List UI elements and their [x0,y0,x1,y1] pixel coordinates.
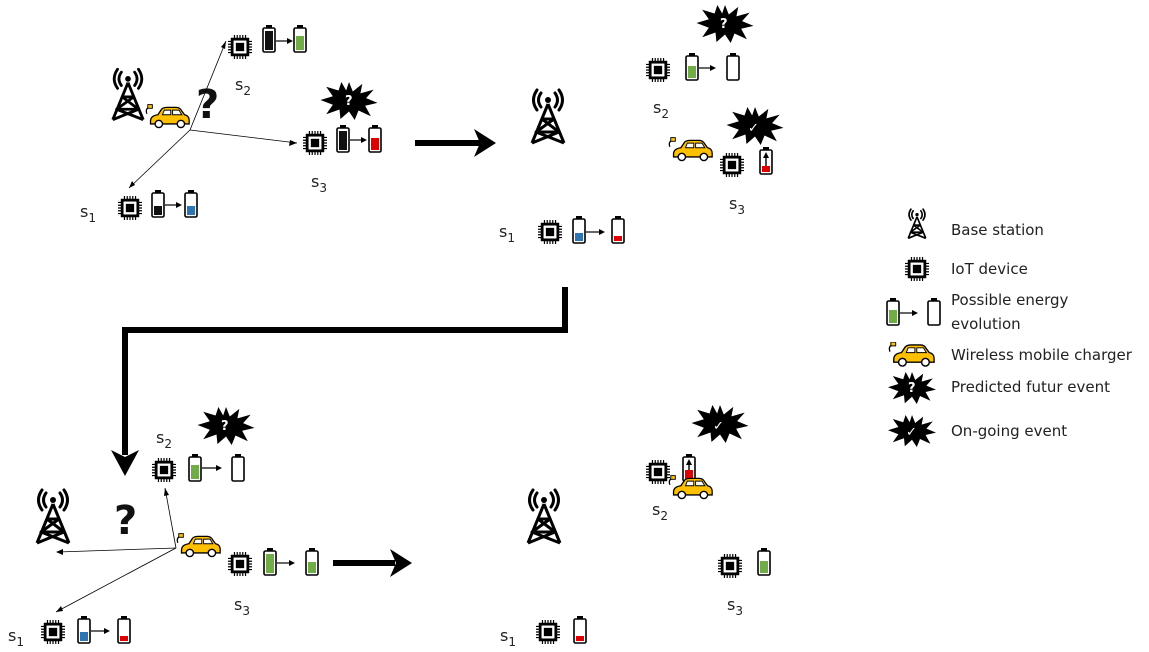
label-s3: s3 [727,595,743,618]
label-s1: s1 [80,202,96,225]
legend-label-energy-evolution-1: Possible energy [951,291,1069,309]
battery-s3 [757,548,771,576]
svg-text:✓: ✓ [713,419,724,434]
battery-evolution-s3 [263,548,319,576]
battery-evolution-s2 [188,454,245,482]
label-s1: s1 [500,626,516,649]
label-s1: s1 [499,222,515,245]
svg-text:?: ? [221,419,229,434]
battery-evolution-s2 [262,25,307,53]
chip-icon [718,554,742,578]
legend: Base station IoT device Possible energy … [886,208,1133,447]
battery-charging-s3 [759,147,773,175]
communication-arrows [55,487,177,613]
svg-text:✓: ✓ [748,121,759,136]
legend-car-icon [888,342,935,367]
transition-arrow-2 [122,287,568,455]
battery-charging-s2 [682,454,696,482]
antenna-icon [35,488,71,545]
car-icon [176,533,221,558]
legend-label-energy-evolution-2: evolution [951,315,1021,333]
legend-antenna-icon [907,208,927,240]
legend-label-base-station: Base station [951,221,1044,239]
panel-3: ? s2 ? [8,407,319,649]
battery-evolution-s3 [336,125,382,153]
antenna-icon [111,67,145,122]
legend-label-iot-device: IoT device [951,260,1028,278]
panel-4: ✓ s2 s3 s1 [500,405,771,649]
transition-arrow-3 [333,549,412,577]
svg-text:?: ? [720,17,728,32]
legend-battery-evolution-icon [886,298,941,326]
battery-s1 [573,616,587,644]
antenna-icon [526,488,562,545]
battery-evolution-s2 [685,53,740,81]
svg-text:?: ? [345,94,353,109]
chip-icon [720,153,744,177]
battery-evolution-s1 [572,216,625,244]
question-mark: ? [196,82,219,128]
label-s2: s2 [653,98,669,121]
label-s3: s3 [729,194,745,217]
legend-label-predicted: Predicted futur event [951,378,1110,396]
chip-icon [303,131,327,155]
chip-icon [118,196,142,220]
label-s1: s1 [8,626,24,649]
label-s2: s2 [652,500,668,523]
chip-icon [228,35,252,59]
antenna-icon [530,88,566,145]
label-s3: s3 [234,595,250,618]
panel-1: ? s2 ? [80,25,382,225]
chip-icon [646,460,670,484]
car-icon [668,475,713,500]
communication-arrows [128,40,298,189]
legend-label-ongoing: On-going event [951,422,1067,440]
chip-icon [646,58,670,82]
legend-label-charger: Wireless mobile charger [951,346,1133,364]
svg-text:?: ? [908,381,916,396]
question-mark: ? [114,498,137,544]
legend-chip-icon [905,257,929,281]
transition-arrow-1 [415,129,496,157]
chip-icon [152,458,176,482]
svg-text:✓: ✓ [906,425,917,440]
label-s2: s2 [235,75,251,98]
label-s2: s2 [156,428,172,451]
chip-icon [536,620,560,644]
battery-evolution-s1 [151,190,198,218]
label-s3: s3 [311,172,327,195]
car-icon [668,137,713,162]
chip-icon [41,620,65,644]
chip-icon [228,552,252,576]
arrow-head [111,450,139,476]
battery-evolution-s1 [77,616,131,644]
panel-2: ? s2 ✓ s3 s1 [499,5,784,245]
chip-icon [538,220,562,244]
car-icon [145,104,190,129]
